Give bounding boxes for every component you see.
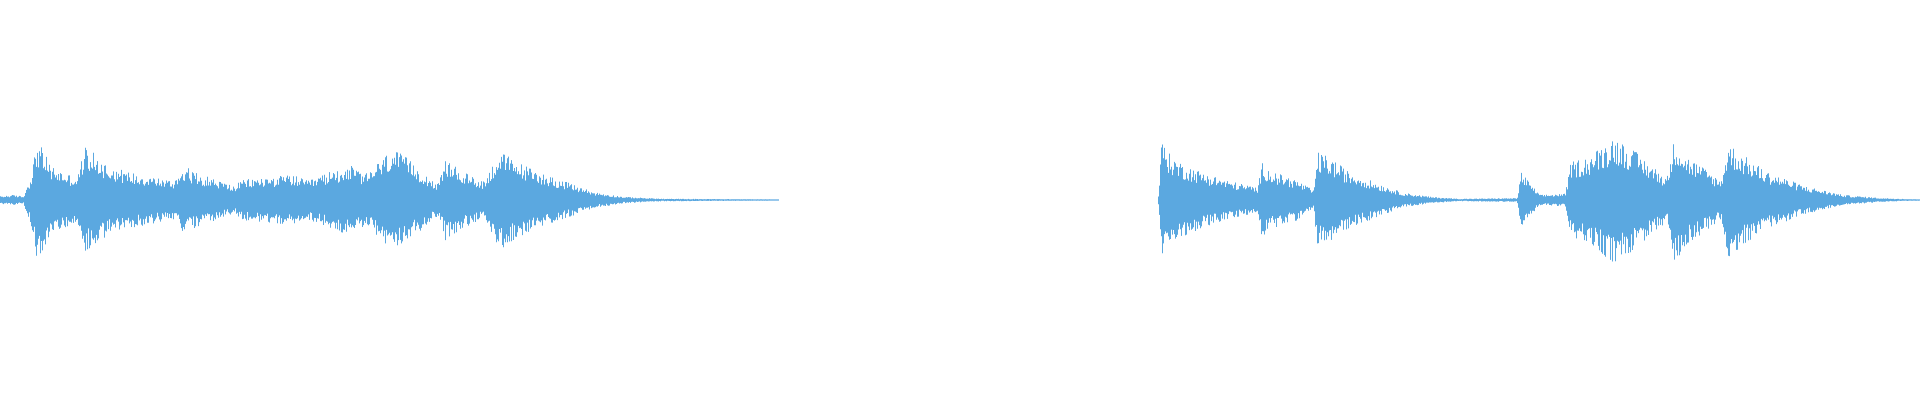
- waveform-samples-2: [1158, 141, 1920, 262]
- waveform-samples-1: [0, 147, 779, 256]
- waveform-clip-2: [1158, 141, 1920, 262]
- waveform-clip-1: [0, 147, 779, 256]
